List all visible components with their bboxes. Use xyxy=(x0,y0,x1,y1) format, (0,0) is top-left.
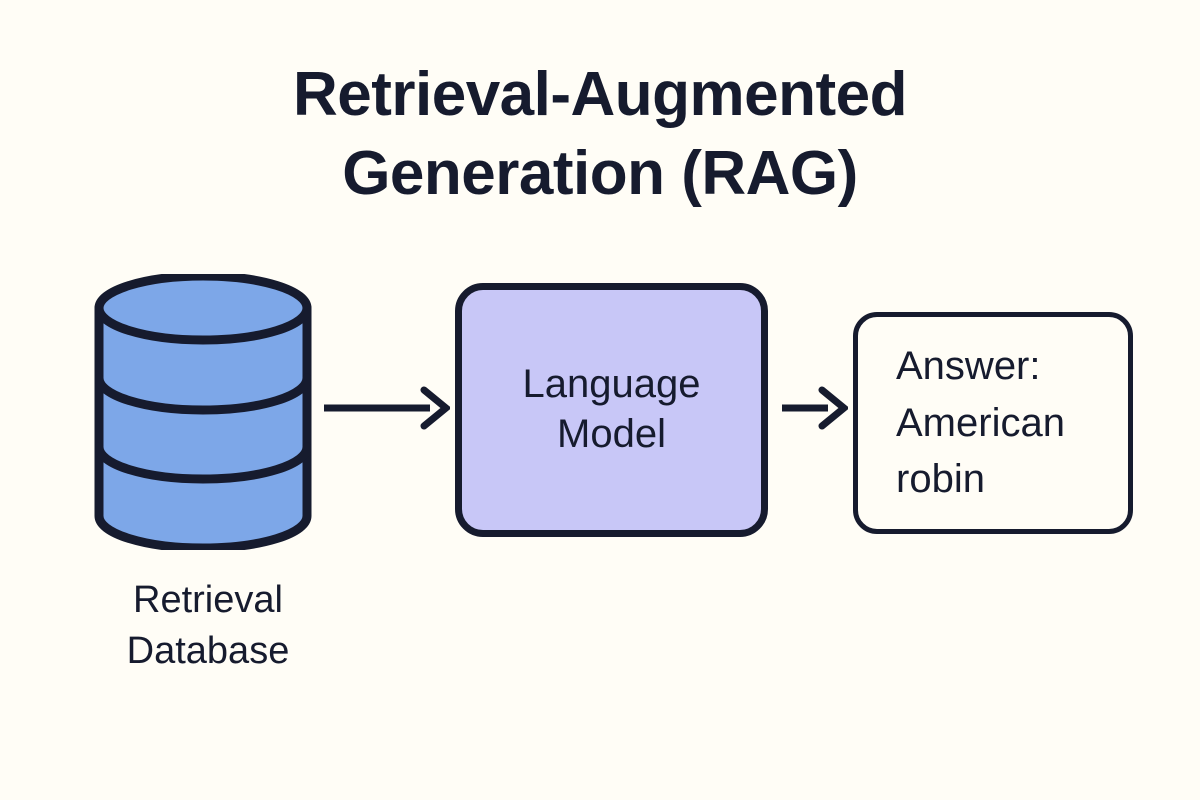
retrieval-database-node[interactable] xyxy=(88,274,318,550)
arrow-db-to-model xyxy=(322,386,450,430)
arrow-model-to-answer xyxy=(780,386,848,430)
arrow-right-icon xyxy=(324,386,450,430)
retrieval-database-label: Retrieval Database xyxy=(126,579,290,673)
database-cylinder-icon xyxy=(94,274,312,550)
arrow-right-icon xyxy=(782,386,848,430)
page-title: Retrieval-Augmented Generation (RAG) xyxy=(292,60,908,208)
language-model-node[interactable]: Language Model xyxy=(455,283,768,537)
language-model-label: Language Model xyxy=(522,362,701,456)
answer-node[interactable]: Answer: American robin xyxy=(853,312,1133,534)
answer-label: Answer: American robin xyxy=(896,343,1065,502)
